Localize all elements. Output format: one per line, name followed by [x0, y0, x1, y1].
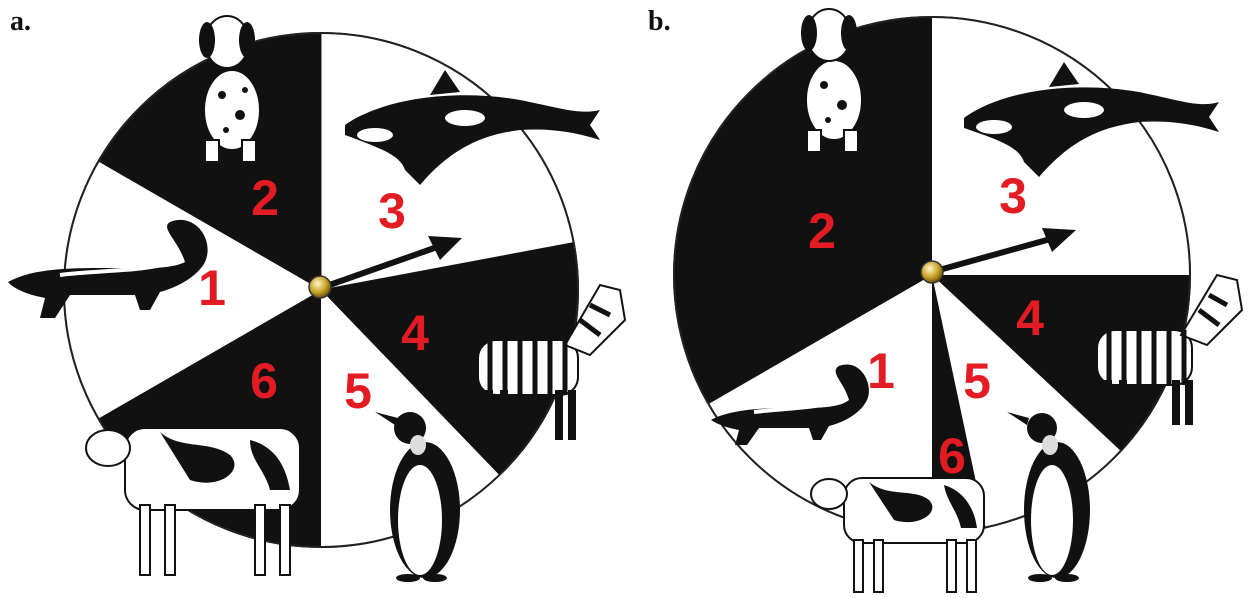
spinner-hub	[309, 276, 331, 298]
cow-icon	[86, 428, 300, 575]
sector-number-2: 2	[808, 203, 836, 259]
sector-number-2: 2	[251, 170, 279, 226]
spinner-b: 3 4 5 6 1 2	[629, 0, 1258, 598]
sector-number-5: 5	[963, 353, 991, 409]
sector-number-3: 3	[999, 168, 1027, 224]
sector-number-4: 4	[1016, 290, 1044, 346]
spinner-hub	[921, 261, 943, 283]
sector-number-4: 4	[401, 305, 429, 361]
spinner-a: 3 4 5 6 1 2	[0, 0, 629, 598]
sector-number-1: 1	[867, 343, 895, 399]
dalmatian-icon	[801, 9, 862, 152]
sector-number-5: 5	[344, 363, 372, 419]
sector-number-3: 3	[378, 183, 406, 239]
sector-number-6: 6	[938, 428, 966, 484]
cow-icon	[811, 478, 984, 592]
sector-number-1: 1	[198, 260, 226, 316]
sector-number-6: 6	[250, 353, 278, 409]
dalmatian-icon	[199, 16, 260, 162]
